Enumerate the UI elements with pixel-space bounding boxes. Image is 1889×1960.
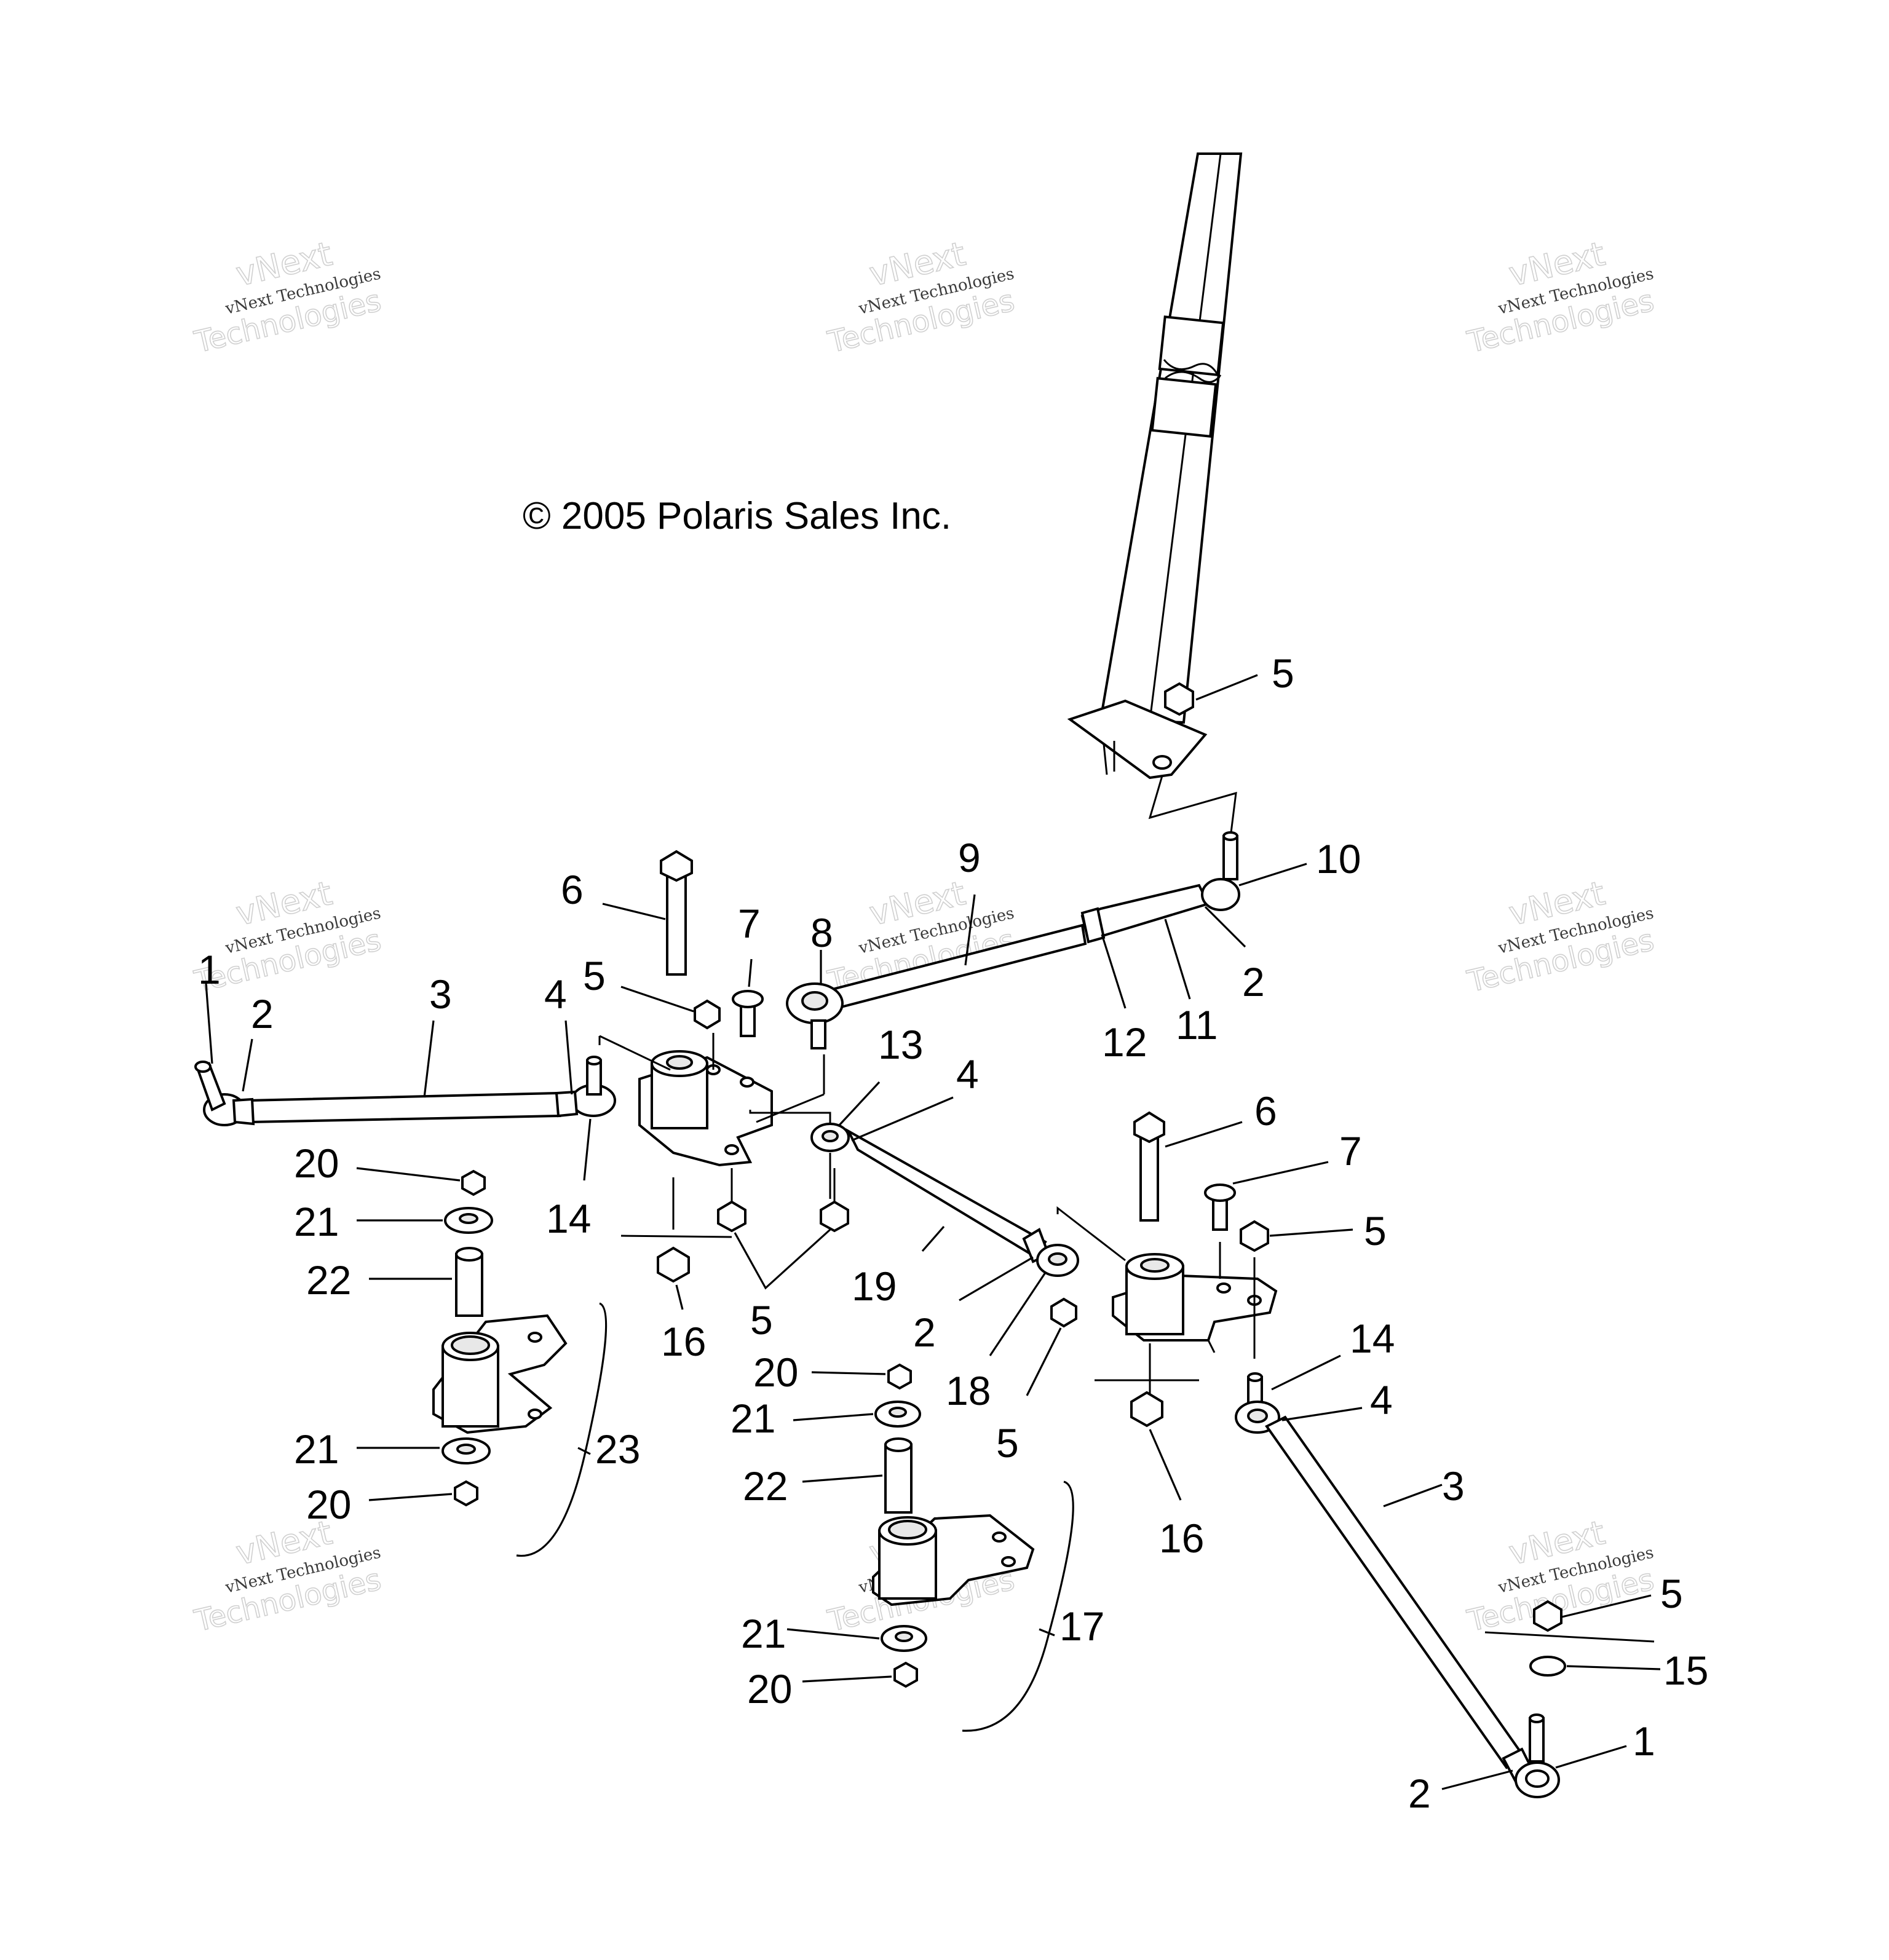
u-joint-collar-upper — [1158, 315, 1225, 376]
callout-7-left: 7 — [738, 901, 761, 946]
callout-20-d: 20 — [747, 1666, 792, 1712]
callout-15: 15 — [1663, 1648, 1708, 1693]
left-idler-nuts — [620, 1168, 849, 1283]
u-joint-collar-lower — [1150, 377, 1218, 438]
outer-nut — [1533, 1600, 1562, 1632]
callout-1-left: 1 — [198, 947, 221, 992]
kit-nut-bottom — [893, 1661, 918, 1688]
callout-2-far-right: 2 — [1408, 1771, 1431, 1816]
callout-22-b: 22 — [743, 1463, 788, 1509]
right-flange-nut — [1240, 1220, 1269, 1252]
center-link-rod — [845, 1128, 1047, 1259]
tie-rod-stud-upper — [1222, 835, 1238, 880]
watermark-top-center: vNext vNext Technologies Technologies — [824, 234, 1018, 360]
steering-column — [1067, 152, 1243, 780]
connector-line — [1148, 775, 1237, 843]
callout-20-c: 20 — [306, 1482, 351, 1527]
watermark-top-left: vNext vNext Technologies Technologies — [191, 234, 385, 360]
flange-nut — [717, 1200, 746, 1233]
kit-nut-top — [887, 1363, 912, 1390]
callout-3-right: 3 — [1442, 1463, 1465, 1509]
callout-20-a: 20 — [294, 1140, 339, 1186]
left-idler-kit — [432, 1169, 608, 1557]
right-idler-arm — [1056, 1111, 1278, 1428]
washer — [1529, 1656, 1566, 1677]
left-bolt-head — [660, 850, 693, 882]
callout-8: 8 — [810, 910, 833, 955]
left-flange-nut — [694, 999, 721, 1030]
kit-bracket — [516, 1302, 608, 1557]
left-inner-stud — [586, 1059, 602, 1096]
callout-7-right: 7 — [1339, 1128, 1362, 1174]
watermark-bottom-left: vNext vNext Technologies Technologies — [191, 1512, 385, 1639]
callout-2-mid: 2 — [913, 1310, 936, 1355]
callout-5-column: 5 — [1272, 650, 1294, 696]
left-tie-rod — [247, 1091, 561, 1124]
callout-20-b: 20 — [753, 1349, 798, 1395]
kit-nut-bottom — [454, 1480, 478, 1507]
kit-bushing — [455, 1253, 483, 1317]
callout-14-right: 14 — [1350, 1316, 1395, 1361]
right-tie-rod — [1265, 1415, 1527, 1769]
tie-rod-end-upper — [1201, 878, 1240, 911]
kit-bushing — [884, 1444, 913, 1514]
callout-11: 11 — [1176, 1002, 1218, 1048]
callout-22-a: 22 — [306, 1257, 351, 1303]
flange-nut — [820, 1200, 849, 1233]
callout-1-right: 1 — [1633, 1718, 1655, 1764]
callout-5-right: 5 — [1364, 1208, 1387, 1254]
callout-6-left: 6 — [561, 867, 584, 912]
watermark-middle-right: vNext vNext Technologies Technologies — [1463, 873, 1658, 1000]
callout-12: 12 — [1102, 1019, 1147, 1065]
left-tie-rod-assembly — [194, 1056, 616, 1126]
callout-17: 17 — [1059, 1603, 1104, 1649]
callout-2-left: 2 — [251, 991, 274, 1037]
watermark-group: vNext vNext Technologies Technologies vN… — [191, 234, 1658, 1639]
callout-4-mid: 4 — [956, 1051, 979, 1097]
callout-21-d: 21 — [741, 1611, 786, 1656]
right-lock-nut — [1130, 1391, 1163, 1428]
right-tie-rod-assembly — [1235, 1372, 1655, 1798]
column-nut — [1164, 682, 1194, 716]
callout-14-left: 14 — [546, 1196, 591, 1241]
callout-18: 18 — [946, 1368, 991, 1413]
callout-16-left: 16 — [661, 1319, 706, 1364]
callout-3-left: 3 — [429, 971, 452, 1017]
callout-5-left: 5 — [583, 953, 606, 998]
callout-4-left: 4 — [544, 971, 567, 1017]
callout-19: 19 — [852, 1263, 897, 1309]
callout-21-a: 21 — [294, 1199, 339, 1244]
center-link-assembly — [810, 1123, 1079, 1328]
callout-5-bottom-left: 5 — [750, 1297, 773, 1343]
copyright-notice: © 2005 Polaris Sales Inc. — [523, 495, 951, 537]
right-tie-rod-stud — [1529, 1717, 1545, 1763]
steering-shaft — [1099, 152, 1243, 724]
lock-nut — [657, 1246, 690, 1283]
callout-16-right: 16 — [1159, 1515, 1204, 1561]
drag-link-assembly — [786, 831, 1240, 1049]
callout-23: 23 — [595, 1426, 640, 1472]
callout-21-c: 21 — [294, 1426, 339, 1472]
callout-13: 13 — [878, 1022, 923, 1067]
callout-6-right: 6 — [1254, 1088, 1277, 1134]
kit-nut-top — [461, 1169, 486, 1196]
right-idler-kit — [872, 1363, 1074, 1732]
watermark-top-right: vNext vNext Technologies Technologies — [1463, 234, 1658, 360]
callout-5-mid: 5 — [996, 1420, 1019, 1466]
callout-10: 10 — [1316, 836, 1361, 882]
kit-bracket — [962, 1480, 1074, 1732]
tie-rod-stud-drag — [810, 1019, 826, 1049]
kit-idler-boss — [442, 1345, 499, 1428]
left-idler-arm — [598, 850, 831, 1167]
callout-9: 9 — [958, 835, 981, 880]
callout-4-right: 4 — [1370, 1377, 1393, 1423]
center-link-nut — [1050, 1297, 1077, 1328]
callout-21-b: 21 — [731, 1396, 775, 1441]
callout-5-far-right: 5 — [1660, 1571, 1683, 1616]
right-bolt-head — [1133, 1111, 1165, 1144]
callout-2-right-top: 2 — [1242, 959, 1265, 1005]
